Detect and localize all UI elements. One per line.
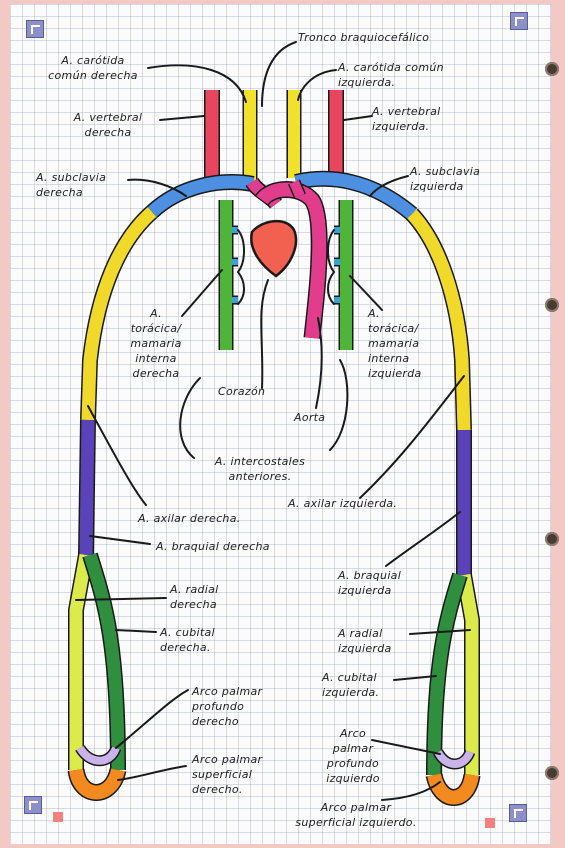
leader-radial-derecha <box>75 597 167 601</box>
pink-square-mark <box>53 812 63 822</box>
label-toracica-izquierda: A. torácica/ mamaria interna izquierda <box>368 307 422 380</box>
binder-hole <box>545 766 559 780</box>
leader-arco-profundo-izquierdo <box>371 739 441 755</box>
leader-braquial-izquierda <box>385 511 461 567</box>
leader-corazon <box>260 279 269 389</box>
leader-toracica-derecha <box>181 269 223 317</box>
braquial-derecha <box>79 419 95 556</box>
binder-hole <box>545 298 559 312</box>
label-aorta: Aorta <box>294 411 326 424</box>
leader-subclavia-izquierda <box>369 175 409 197</box>
label-carotida-izquierda: A. carótida común izquierda. <box>338 61 444 89</box>
leader-axilar-izquierda <box>359 375 465 499</box>
cubital-izquierda <box>427 573 467 776</box>
leader-cubital-izquierda <box>393 675 437 681</box>
label-toracica-derecha: A. torácica/ mamaria interna derecha <box>130 307 182 380</box>
label-intercostales: A. intercostales anteriores. <box>214 455 306 483</box>
label-axilar-derecha: A. axilar derecha. <box>138 512 241 525</box>
leader-carotida-izquierda <box>297 69 337 101</box>
origen-carotida-izquierda <box>289 180 305 198</box>
leader-subclavia-derecha <box>127 178 187 197</box>
arco-aortico <box>256 182 327 339</box>
corazon-shape <box>250 220 298 278</box>
binder-hole <box>545 532 559 546</box>
leader-cubital-derecha <box>115 629 157 633</box>
label-carotida-derecha: A. carótida común derecha <box>48 54 138 82</box>
label-cubital-izquierda: A. cubital izquierda. <box>322 671 380 699</box>
leader-arco-superficial-derecho <box>117 765 187 781</box>
label-vertebral-derecha: A. vertebral derecha <box>73 111 143 139</box>
arco-profundo-derecho <box>76 745 120 765</box>
corner-mark-icon <box>509 804 527 822</box>
binder-hole <box>545 62 559 76</box>
corner-mark-icon <box>26 20 44 38</box>
leader-aorta <box>315 317 323 409</box>
leader-braquial-derecha <box>89 535 151 545</box>
leader-intercostales-izq <box>179 377 201 459</box>
axilar-derecha <box>81 207 157 421</box>
leader-toracica-izquierda <box>349 275 383 311</box>
cubital-derecha <box>83 553 125 771</box>
subclavia-derecha <box>147 175 255 217</box>
leader-intercostales-der <box>329 359 349 451</box>
label-radial-izquierda: A radial izquierda <box>338 627 392 655</box>
subclavia-izquierda <box>294 172 417 220</box>
label-tronco-braquiocefalico: Tronco braquiocefálico <box>298 31 430 44</box>
label-arco-profundo-izquierdo: Arco palmar profundo izquierdo <box>326 727 380 785</box>
pink-square-mark <box>485 818 495 828</box>
leader-vertebral-izquierda <box>343 115 373 121</box>
leader-tronco <box>261 41 297 107</box>
arco-profundo-izquierdo <box>434 749 474 768</box>
axilar-izquierda <box>407 209 471 431</box>
label-axilar-izquierda: A. axilar izquierda. <box>288 497 398 510</box>
intercostal-izquierda <box>327 229 336 305</box>
leader-arco-superficial-izquierdo <box>381 781 441 801</box>
arco-superficial-izquierdo <box>427 773 479 805</box>
label-cubital-derecha: A. cubital derecha. <box>160 626 215 654</box>
leader-axilar-derecha <box>87 405 147 506</box>
intercostal-derecha <box>236 229 245 305</box>
label-subclavia-izquierda: A. subclavia izquierda <box>410 165 481 193</box>
label-arco-superficial-derecho: Arco palmar superficial derecho. <box>192 753 263 796</box>
leader-arco-profundo-derecho <box>115 689 189 749</box>
radial-derecha <box>69 553 93 770</box>
corner-mark-icon <box>510 12 528 30</box>
label-braquial-izquierda: A. braquial izquierda <box>338 569 402 597</box>
leader-radial-izquierda <box>409 629 471 635</box>
label-braquial-derecha: A. braquial derecha <box>156 540 270 553</box>
label-vertebral-izquierda: A. vertebral izquierda. <box>372 105 441 133</box>
label-corazon: Corazón <box>218 385 266 398</box>
leader-vertebral-derecha <box>159 115 205 121</box>
label-arco-superficial-izquierdo: Arco palmar superficial izquierdo. <box>295 801 417 829</box>
radial-izquierda <box>457 573 479 775</box>
arco-superficial-derecho <box>69 767 125 800</box>
label-subclavia-derecha: A. subclavia derecha <box>36 171 107 199</box>
leader-carotida-derecha <box>147 64 247 103</box>
corner-mark-icon <box>24 796 42 814</box>
label-radial-derecha: A. radial derecha <box>170 583 219 611</box>
label-arco-profundo-derecho: Arco palmar profundo derecho <box>192 685 263 728</box>
